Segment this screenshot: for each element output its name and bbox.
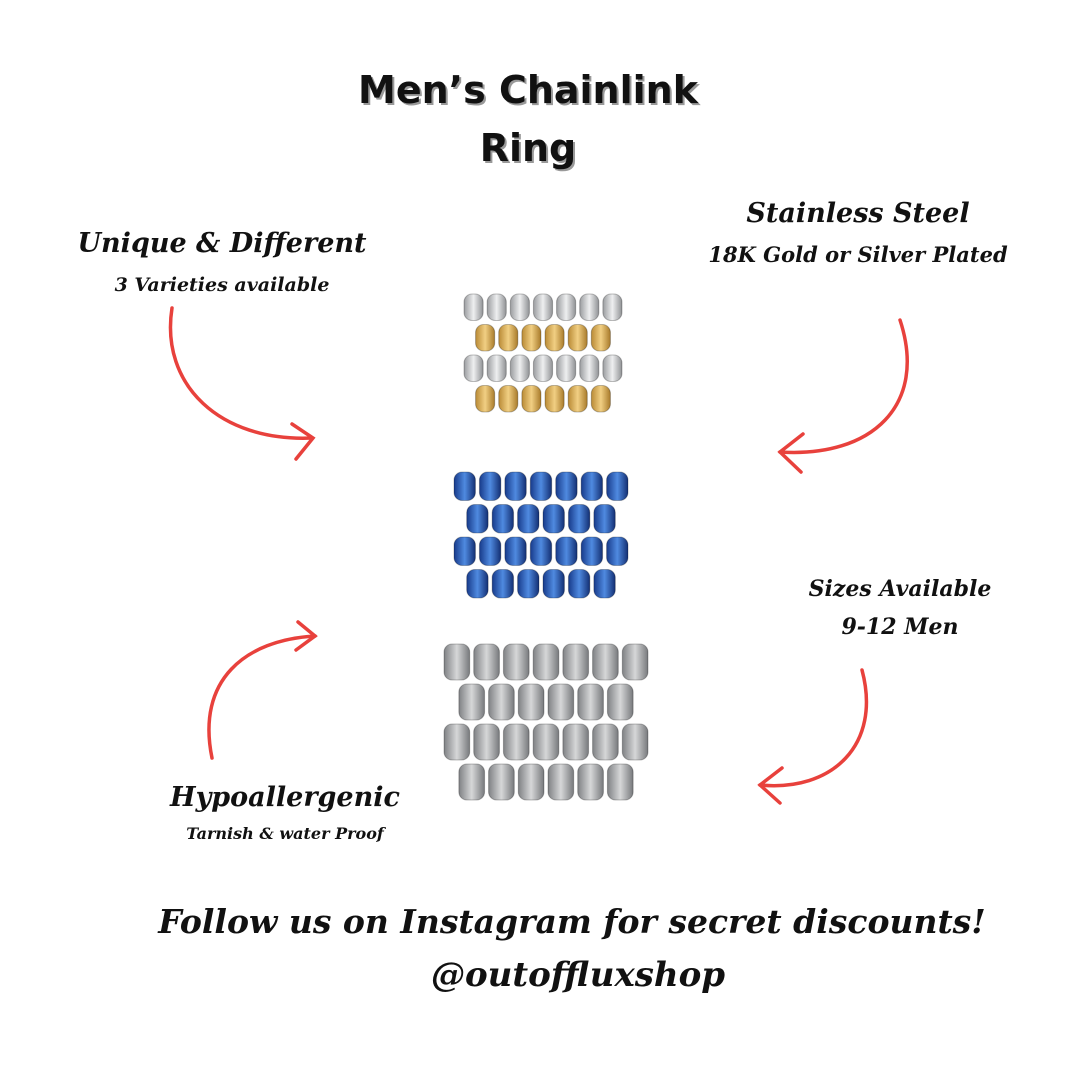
gold-silver-ring-image	[463, 293, 623, 413]
title-line-1: Men’s Chainlink	[358, 68, 698, 112]
ring-link	[590, 385, 611, 413]
sizes-heading: Sizes Available	[808, 576, 992, 602]
ring-link	[475, 385, 496, 413]
ring-link	[453, 536, 476, 566]
ring-link	[562, 643, 590, 681]
ring-link	[478, 471, 502, 501]
ring-link	[486, 293, 507, 321]
ring-link	[466, 504, 489, 534]
ring-link	[502, 643, 530, 681]
ring-link	[592, 643, 619, 681]
ring-link	[580, 471, 604, 501]
ring-link	[517, 569, 540, 599]
ring-link	[486, 354, 507, 382]
ring-link	[491, 504, 515, 534]
ring-link	[473, 723, 500, 761]
ring-link	[453, 471, 476, 501]
ring-link	[521, 324, 542, 352]
ring-link	[529, 536, 553, 566]
ring-link	[567, 504, 591, 534]
ring-link	[532, 643, 560, 681]
ring-link	[502, 723, 530, 761]
ring-link	[458, 763, 486, 801]
ring-link	[577, 683, 604, 721]
ring-link	[621, 723, 649, 761]
material-sub: 18K Gold or Silver Plated	[708, 242, 1008, 267]
ring-link	[517, 504, 540, 534]
ring-link	[443, 643, 471, 681]
ring-link	[555, 536, 578, 566]
ring-link	[443, 723, 471, 761]
ring-link	[532, 354, 554, 382]
arrow-icon-hypo	[207, 620, 318, 760]
hypo-heading: Hypoallergenic	[170, 782, 400, 813]
blue-ring-image	[453, 471, 629, 599]
ring-link	[590, 324, 611, 352]
ring-link	[488, 683, 515, 721]
ring-link	[602, 354, 623, 382]
ring-link	[580, 536, 604, 566]
hypo-sub: Tarnish & water Proof	[186, 824, 384, 843]
ring-link	[498, 385, 519, 413]
ring-link	[509, 293, 530, 321]
ring-link	[517, 763, 545, 801]
ring-link	[567, 324, 588, 352]
ring-link	[542, 504, 565, 534]
ring-link	[544, 385, 565, 413]
ring-link	[579, 354, 600, 382]
ring-link	[606, 471, 629, 501]
ring-link	[606, 683, 634, 721]
ring-link	[466, 569, 489, 599]
ring-link	[556, 354, 577, 382]
ring-link	[488, 763, 515, 801]
ring-link	[491, 569, 515, 599]
ring-link	[602, 293, 623, 321]
ring-link	[606, 763, 634, 801]
ring-link	[521, 385, 542, 413]
arrow-icon-material	[777, 318, 909, 474]
ring-link	[463, 293, 484, 321]
ring-link	[555, 471, 578, 501]
ring-link	[498, 324, 519, 352]
ring-link	[606, 536, 629, 566]
silver-ring-image	[443, 643, 649, 801]
arrow-icon-sizes	[757, 668, 869, 805]
ring-link	[567, 385, 588, 413]
ring-link	[504, 536, 527, 566]
ring-link	[463, 354, 484, 382]
unique-heading: Unique & Different	[77, 228, 367, 259]
ring-link	[475, 324, 496, 352]
ring-link	[458, 683, 486, 721]
ring-link	[532, 293, 554, 321]
ring-link	[542, 569, 565, 599]
ring-link	[544, 324, 565, 352]
ring-link	[593, 504, 616, 534]
ring-link	[547, 683, 575, 721]
ring-link	[577, 763, 604, 801]
unique-sub: 3 Varieties available	[114, 274, 330, 296]
instagram-handle[interactable]: @outoffluxshop	[430, 955, 726, 995]
ring-link	[509, 354, 530, 382]
ring-link	[517, 683, 545, 721]
material-heading: Stainless Steel	[746, 198, 970, 229]
sizes-sub: 9-12 Men	[841, 614, 959, 640]
ring-link	[562, 723, 590, 761]
ring-link	[529, 471, 553, 501]
ring-link	[592, 723, 619, 761]
ring-link	[504, 471, 527, 501]
instagram-cta: Follow us on Instagram for secret discou…	[158, 902, 986, 941]
ring-link	[478, 536, 502, 566]
arrow-icon-unique	[168, 306, 316, 461]
ring-link	[579, 293, 600, 321]
ring-link	[593, 569, 616, 599]
ring-link	[532, 723, 560, 761]
title-line-2: Ring	[479, 126, 577, 170]
ring-link	[621, 643, 649, 681]
ring-link	[556, 293, 577, 321]
ring-link	[567, 569, 591, 599]
ring-link	[473, 643, 500, 681]
ring-link	[547, 763, 575, 801]
